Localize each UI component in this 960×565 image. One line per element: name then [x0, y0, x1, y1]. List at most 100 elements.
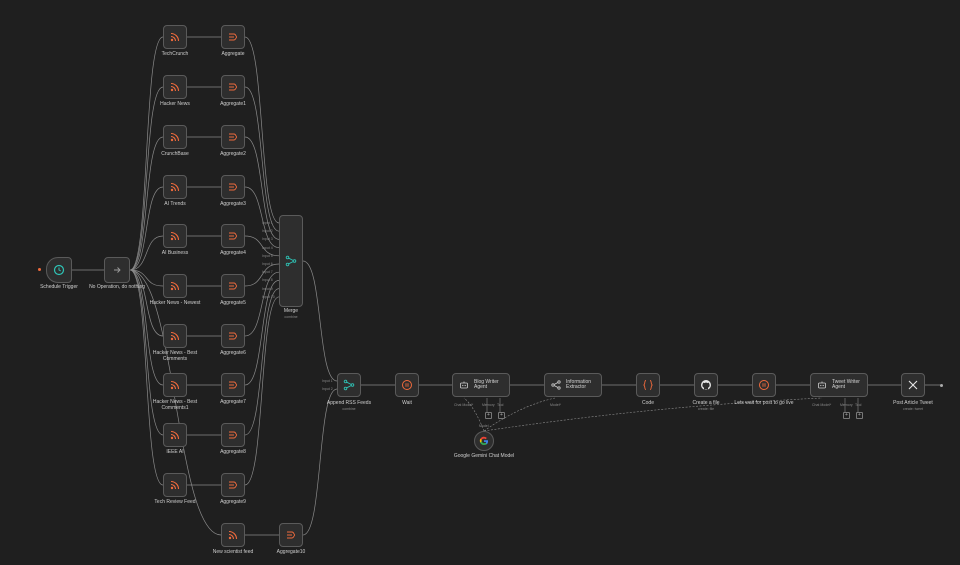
blog-agent-add-tool-button[interactable]: + [498, 412, 505, 419]
create-file-node[interactable] [694, 373, 718, 397]
aggregate-icon [227, 330, 239, 342]
blog-agent-add-memory-button[interactable]: + [485, 412, 492, 419]
aggregate-node[interactable] [279, 523, 303, 547]
aggregate-label: Aggregate10 [276, 549, 306, 555]
merge-input-label: Input 1 [262, 221, 273, 225]
rss-feed-node[interactable] [221, 523, 245, 547]
aggregate-label: Aggregate1 [220, 101, 246, 107]
no-operation-node[interactable] [104, 257, 130, 283]
aggregate-icon [227, 230, 239, 242]
model-link-wire [483, 397, 556, 432]
aggregate-node[interactable] [221, 373, 245, 397]
tweet-writer-agent-title: Tweet Writer Agent [832, 379, 860, 390]
aggregate-icon [227, 31, 239, 43]
rss-feed-label: TechCrunch [161, 51, 189, 57]
rss-icon [169, 230, 181, 242]
rss-feed-label: AI Business [161, 250, 189, 256]
merge-input-label: Input 6 [262, 262, 273, 266]
aggregate-label: Aggregate2 [220, 151, 246, 157]
aggregate-to-merge-wire [244, 36, 280, 224]
information-extractor-node[interactable]: Information Extractor [544, 373, 602, 397]
aggregate-icon [285, 529, 297, 541]
noop-to-feed-wire [129, 269, 222, 536]
aggregate-to-merge-wire [244, 186, 280, 248]
create-file-sublabel: create: file [697, 407, 715, 411]
merge-input-label: Input 4 [262, 245, 273, 250]
tweet-agent-chat-model-port: Chat Model* [812, 403, 832, 407]
append-input-1-label: Input 1 [322, 379, 333, 383]
merge-icon [285, 255, 297, 267]
tweet-writer-agent-node[interactable]: Tweet Writer Agent [810, 373, 868, 397]
post-tweet-sublabel: create: tweet [902, 407, 924, 411]
model-link-wire [483, 397, 823, 432]
rss-icon [169, 131, 181, 143]
aggregate-icon [227, 131, 239, 143]
aggregate-node[interactable] [221, 75, 245, 99]
tweet-agent-add-tool-button[interactable]: + [856, 412, 863, 419]
noop-to-feed-wire [129, 269, 164, 386]
aggregate-node[interactable] [221, 175, 245, 199]
rss-feed-label: Hacker News - Best Comments1 [152, 399, 198, 411]
clock-icon [53, 264, 65, 276]
rss-feed-node[interactable] [163, 473, 187, 497]
aggregate-to-merge-wire [244, 271, 280, 337]
aggregate-node[interactable] [221, 423, 245, 447]
aggregate-node[interactable] [221, 473, 245, 497]
schedule-trigger-label: Schedule Trigger [40, 284, 78, 290]
aggregate-node[interactable] [221, 224, 245, 248]
merge-input-label: Input 7 [262, 270, 273, 275]
merge-node[interactable] [279, 215, 303, 307]
aggregate-icon [227, 280, 239, 292]
rss-feed-node[interactable] [163, 175, 187, 199]
merge-sublabel: combine [284, 315, 298, 319]
blog-writer-agent-title: Blog Writer Agent [474, 379, 499, 390]
append-rss-feeds-node[interactable] [337, 373, 361, 397]
schedule-trigger-node[interactable] [46, 257, 72, 283]
aggregate-node[interactable] [221, 125, 245, 149]
rss-feed-node[interactable] [163, 423, 187, 447]
rss-feed-node[interactable] [163, 373, 187, 397]
code-node[interactable] [636, 373, 660, 397]
post-tweet-output-handle[interactable] [940, 384, 943, 387]
merge-input-label: Input 10 [262, 294, 275, 299]
noop-to-feed-wire [129, 36, 164, 271]
append-rss-feeds-label: Append RSS Feeds [326, 400, 372, 406]
wait-node[interactable] [395, 373, 419, 397]
rss-feed-node[interactable] [163, 75, 187, 99]
merge-input-label: Input 3 [262, 237, 273, 242]
wait-for-post-node[interactable] [752, 373, 776, 397]
braces-icon [642, 379, 654, 391]
rss-icon [169, 280, 181, 292]
blog-writer-agent-node[interactable]: Blog Writer Agent [452, 373, 510, 397]
aggregate-label: Aggregate4 [220, 250, 246, 256]
trigger-start-handle[interactable] [38, 268, 41, 271]
google-gemini-chat-model-node[interactable] [474, 431, 494, 451]
extractor-icon [551, 380, 561, 390]
aggregate-to-merge-wire [244, 288, 280, 436]
aggregate-node[interactable] [221, 324, 245, 348]
pause-icon [758, 379, 770, 391]
noop-to-feed-wire [129, 235, 164, 271]
append-input-2-label: Input 2 [322, 387, 333, 391]
rss-icon [169, 479, 181, 491]
tweet-agent-add-memory-button[interactable]: + [843, 412, 850, 419]
rss-feed-node[interactable] [163, 25, 187, 49]
rss-feed-node[interactable] [163, 274, 187, 298]
rss-icon [169, 330, 181, 342]
aggregate-to-merge-wire [244, 136, 280, 240]
rss-icon [227, 529, 239, 541]
rss-feed-node[interactable] [163, 324, 187, 348]
rss-feed-node[interactable] [163, 224, 187, 248]
wait-for-post-label: Lets wait for post to go live [734, 400, 794, 406]
information-extractor-title: Information Extractor [566, 379, 592, 390]
extractor-model-port: Model* [550, 403, 561, 407]
aggregate-node[interactable] [221, 25, 245, 49]
merge-input-label: Input 2 [262, 229, 273, 234]
github-icon [700, 379, 712, 391]
post-article-tweet-node[interactable] [901, 373, 925, 397]
aggregate-node[interactable] [221, 274, 245, 298]
rss-feed-node[interactable] [163, 125, 187, 149]
post-article-tweet-label: Post Article Tweet [893, 400, 933, 406]
noop-to-feed-wire [129, 269, 164, 486]
